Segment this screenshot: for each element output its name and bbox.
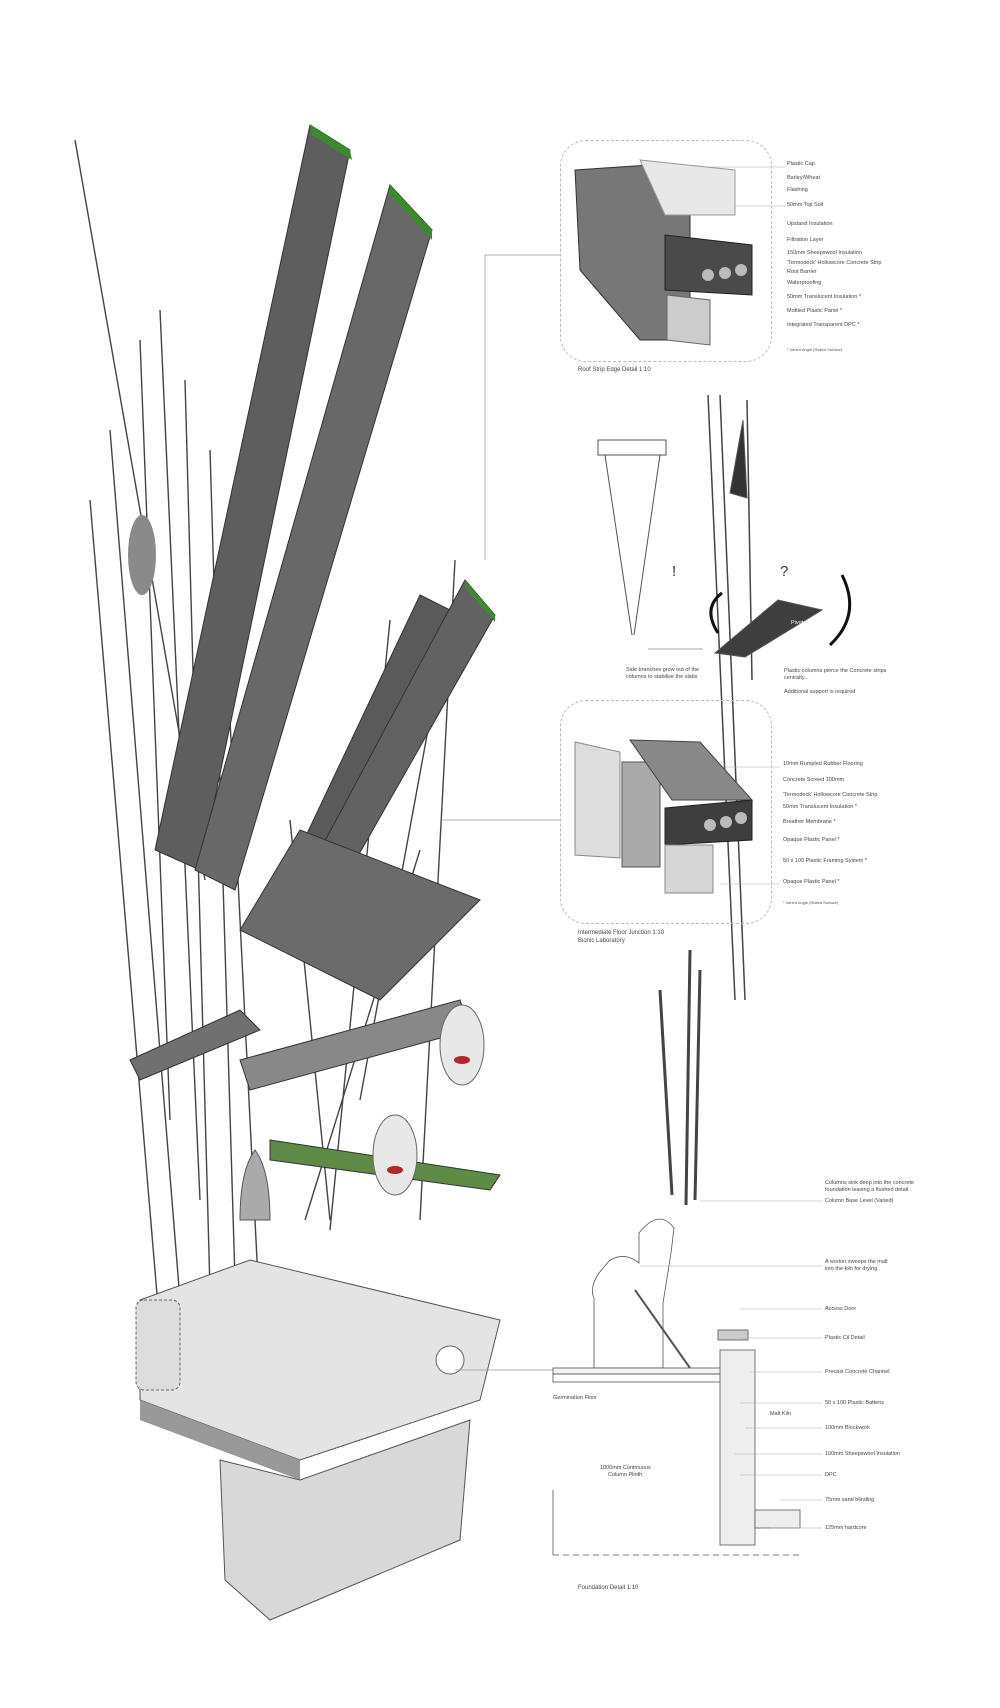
label-mottled: Mottled Plastic Panel * (787, 308, 843, 314)
worker-note-2: into the kiln for drying (825, 1266, 878, 1272)
pivot-label: Pivot (791, 620, 804, 626)
floor-slab-lower (129, 1009, 261, 1081)
kiln-vessel (239, 1149, 271, 1221)
label-root-barrier: Root Barrier (787, 269, 817, 275)
label-filtration: Filtration Layer (787, 237, 824, 243)
label-barley: Barley/Wheat (787, 175, 821, 181)
leader-lines (440, 254, 560, 1371)
columns-note-1: Columns sink deep into the concrete (825, 1180, 914, 1186)
label-flashing: Flashing (787, 187, 808, 193)
vent-wheel (435, 1345, 465, 1375)
label-leaders (640, 166, 822, 1529)
label-translucent: 50mm Translucent Insulation * (787, 294, 861, 300)
roof-detail-frame (560, 140, 772, 362)
label-waterproofing: Waterproofing (787, 280, 822, 286)
label-framing: 50 x 100 Plastic Framing System * (783, 858, 868, 864)
label-dpc: Integrated Transparent DPC * (787, 322, 860, 328)
foundation-columns (658, 949, 702, 1206)
foundation-block (219, 1419, 471, 1621)
label-blockwork: 100mm Blockwork (825, 1425, 870, 1431)
question-mark: ? (780, 563, 789, 580)
label-termodeck: 'Termodeck' Hollowcore Concrete Strip (783, 792, 878, 798)
label-plastic-cap: Plastic Cap (787, 161, 815, 167)
label-upstand: Upstand Insulation (787, 221, 833, 227)
exclamation-mark: ! (672, 563, 677, 580)
callout-box (135, 1299, 181, 1391)
germination-floor-label: Germination Floor (553, 1395, 598, 1401)
label-rubber-flooring: 10mm Rumpled Rubber Flooring (783, 761, 863, 767)
roof-detail-caption: Roof Strip Edge Detail 1:10 (578, 367, 651, 373)
floor-caption-2: Bionic Laboratory (578, 938, 625, 944)
label-channel: Precast Concrete Channel (825, 1369, 890, 1375)
columns-note-2: foundation leaving a flushed detail (825, 1187, 909, 1193)
floor-note: * Varied Angle (Raked Surface) (783, 900, 839, 905)
plinth-label-2: Column Plinth (608, 1472, 643, 1478)
label-hardcore: 125mm hardcore (825, 1525, 867, 1531)
silo (439, 1004, 485, 1086)
label-termodeck: 'Termodeck' Hollowcore Concrete Strip (787, 260, 882, 266)
label-cil: Plastic Cil Detail (825, 1335, 865, 1341)
plastic-columns-line2: centrally... (784, 675, 809, 681)
label-sheepswool: 150mm Sheepswool Insulation (787, 250, 862, 256)
pivot-diagram (597, 394, 852, 1001)
plinth-label-1: 1000mm Continuous (600, 1465, 651, 1471)
label-translucent: 50mm Translucent Insulation * (783, 804, 857, 810)
side-branches-line2: columns to stabilise the slabs (626, 674, 698, 680)
plastic-columns-line1: Plastic columns pierce the Concrete stri… (784, 668, 887, 674)
side-branches-line1: Side branches grow out of the (626, 667, 700, 673)
label-battens: 50 x 100 Plastic Battens (825, 1400, 885, 1406)
column-base-label: Column Base Level (Varied) (825, 1198, 894, 1204)
foundation-caption: Foundation Detail 1:10 (578, 1585, 639, 1591)
label-opaque-panel-2: Opaque Plastic Panel * (783, 879, 840, 885)
silo (372, 1114, 418, 1196)
hanging-pod (128, 515, 156, 595)
roof-note: * Varied Angle (Raked Surface) (787, 347, 843, 352)
label-dpc: DPC (825, 1472, 837, 1478)
additional-support: Additional support is required (784, 689, 856, 695)
floor-detail-frame (560, 700, 772, 924)
label-sand: 75mm sand blinding (825, 1497, 875, 1503)
label-screed: Concrete Screed 100mm (783, 777, 845, 783)
label-sheepswool: 100mm Sheepswool Insulation (825, 1451, 900, 1457)
foundation-section (552, 1218, 801, 1556)
label-breather: Breather Membrane * (783, 819, 836, 825)
floor-slab (239, 829, 481, 1001)
label-top-soil: 50mm Top Soil (787, 202, 824, 208)
floor-caption-1: Intermediate Floor Junction 1:10 (578, 930, 665, 936)
label-opaque-panel: Opaque Plastic Panel * (783, 837, 840, 843)
malt-kiln-label: Malt Kiln (770, 1411, 792, 1417)
label-access-door: Access Door (825, 1306, 857, 1312)
worker-note-1: A worker sweeps the malt (825, 1259, 888, 1265)
